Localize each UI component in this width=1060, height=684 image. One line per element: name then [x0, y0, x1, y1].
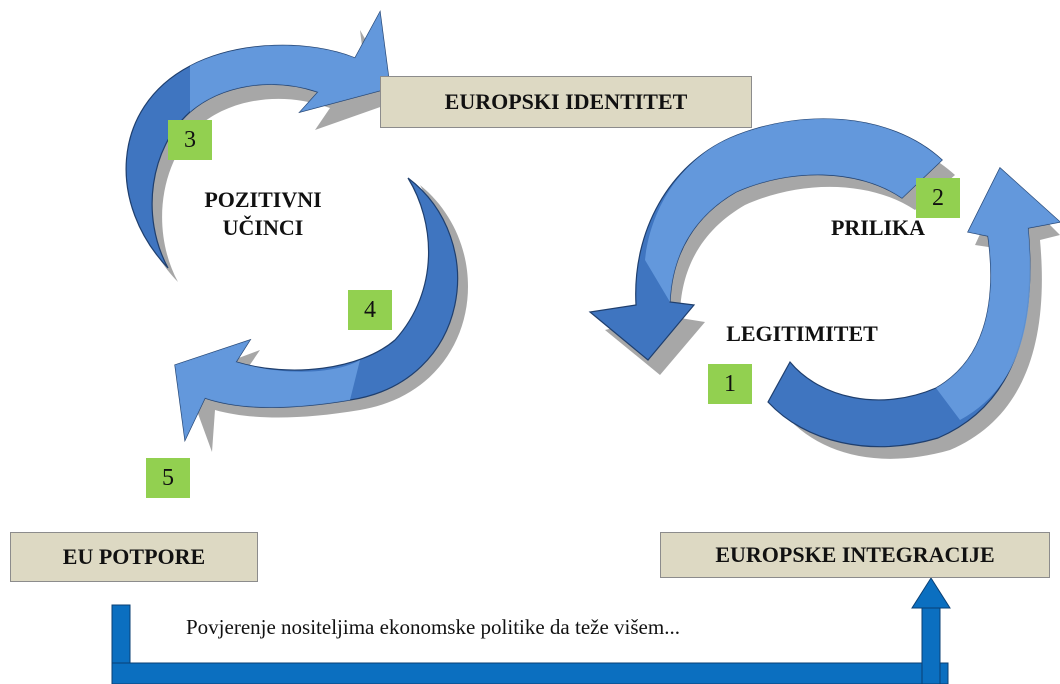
feedback-bar	[111, 577, 951, 684]
box-europske-integracije: EUROPSKE INTEGRACIJE	[660, 532, 1050, 578]
box-europski-identitet: EUROPSKI IDENTITET	[380, 76, 752, 128]
arrow-face	[175, 340, 360, 440]
label-legitimitet: LEGITIMITET	[726, 321, 878, 346]
left-cycle	[125, 10, 468, 452]
badge-3: 3	[168, 120, 212, 160]
label-pozitivni-ucinci: POZITIVNI UČINCI	[192, 186, 334, 242]
bar-horizontal	[111, 662, 949, 684]
right-cycle	[588, 118, 1060, 459]
badge-4: 4	[348, 290, 392, 330]
arrow-face	[645, 118, 942, 302]
arrow-face	[936, 168, 1060, 420]
arrow-face	[190, 12, 390, 112]
badge-1: 1	[708, 364, 752, 404]
badge-5: 5	[146, 458, 190, 498]
caption-povjerenje: Povjerenje nositeljima ekonomske politik…	[186, 615, 680, 639]
badge-2: 2	[916, 178, 960, 218]
bar-right-post	[921, 604, 941, 684]
label-prilika: PRILIKA	[830, 215, 926, 240]
box-eu-potpore: EU POTPORE	[10, 532, 258, 582]
label-pozitivni: POZITIVNI	[204, 187, 322, 212]
label-ucinci: UČINCI	[222, 215, 304, 240]
bar-arrow-head	[911, 577, 951, 609]
